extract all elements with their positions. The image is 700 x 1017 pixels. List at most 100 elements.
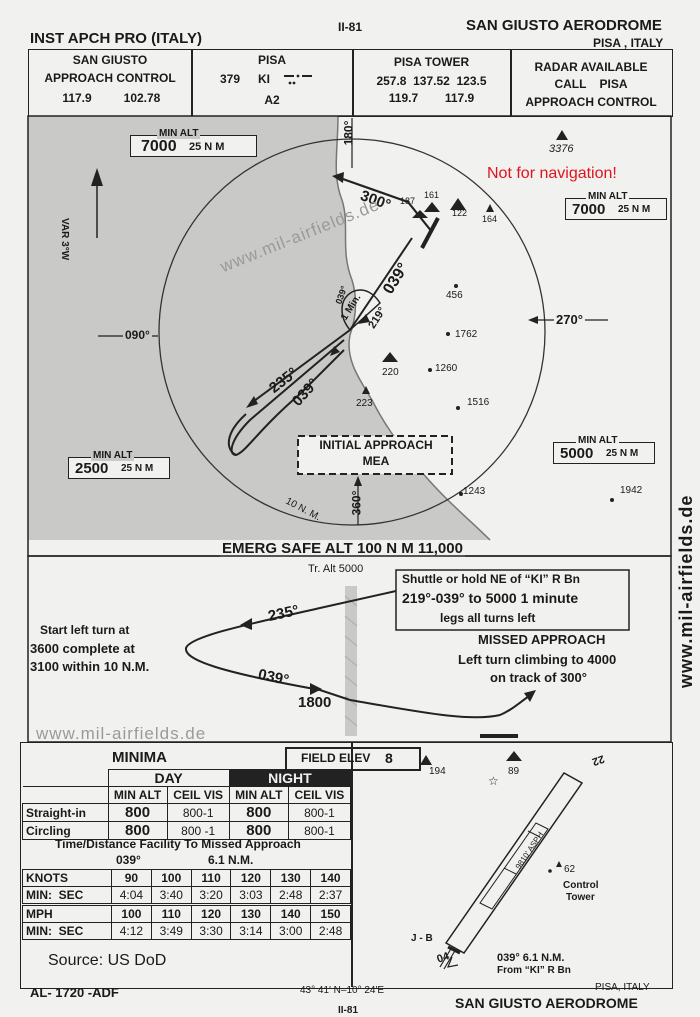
cell: 2:48 <box>310 922 351 940</box>
row-label: Circling <box>22 821 109 840</box>
table-row: Circling 800 800 -1 800 800-1 <box>22 821 352 840</box>
min-sec-label: MIN: SEC <box>22 886 112 904</box>
mph-label: MPH <box>22 905 112 923</box>
tower-freqs-2: 119.7 117.9 <box>388 91 475 105</box>
page-number-top: II-81 <box>338 20 363 34</box>
cell: 4:12 <box>111 922 152 940</box>
shuttle-line-2: 219°-039° to 5000 1 minute <box>402 590 579 606</box>
cell: 800-1 <box>166 803 230 822</box>
table-row: KNOTS 90 100 110 120 130 140 <box>22 869 351 887</box>
min-alt-value: 7000 <box>141 138 177 155</box>
min-alt-se: MIN ALT 5000 25 N M <box>553 435 655 464</box>
approach-name: SAN GIUSTO <box>72 53 148 67</box>
aerodrome-sketch: ☆ <box>420 751 584 970</box>
cell: 3:30 <box>190 922 232 940</box>
iap-line-1: INITIAL APPROACH <box>319 438 433 452</box>
elev-194: 194 <box>429 766 446 777</box>
elev-187: 187 <box>400 196 416 206</box>
elev-1516: 1516 <box>467 397 490 408</box>
table-row: MIN: SEC 4:04 3:40 3:20 3:03 2:48 2:37 <box>22 886 351 904</box>
cell: 110 <box>150 905 192 923</box>
cell: 3:03 <box>230 886 272 904</box>
elev-89: 89 <box>508 766 520 777</box>
comms-divider-3 <box>510 50 512 116</box>
navaid-name: PISA <box>257 53 286 67</box>
morse-code-icon <box>284 74 312 85</box>
cell: 3:40 <box>150 886 192 904</box>
minima-title: MINIMA <box>112 749 167 766</box>
missed-approach-title: MISSED APPROACH <box>478 632 606 647</box>
elev-62: 62 <box>564 864 576 875</box>
location-top: PISA , ITALY <box>593 36 664 50</box>
field-elev-value: 8 <box>385 750 393 766</box>
minima-divider <box>351 743 353 987</box>
minima-table: DAY NIGHT MIN ALT CEIL VIS MIN ALT CEIL … <box>22 769 352 840</box>
radar-line-2: CALL PISA <box>554 77 628 91</box>
missed-approach-line-1: Left turn climbing to 4000 <box>458 652 617 667</box>
mph-table: MPH 100 110 120 130 140 150 MIN: SEC 4:1… <box>22 905 351 940</box>
watermark-vertical: www.mil-airfields.de <box>676 494 696 688</box>
min-alt-value: 5000 <box>560 445 594 462</box>
navaid-ident: KI <box>258 72 270 86</box>
tower-freqs-1: 257.8 137.52 123.5 <box>376 74 487 88</box>
jb-label: J - B <box>411 933 433 944</box>
cell: 100 <box>150 869 192 887</box>
radar-line-1: RADAR AVAILABLE <box>534 60 648 74</box>
cell: 110 <box>190 869 232 887</box>
min-alt-ne: MIN ALT 7000 25 N M <box>565 191 667 220</box>
bearing-east: 270° <box>554 312 585 327</box>
min-sec-label: MIN: SEC <box>22 922 112 940</box>
elev-223: 223 <box>356 398 373 409</box>
cell: 800-1 <box>287 803 352 822</box>
min-alt-label: MIN ALT <box>576 435 620 446</box>
min-alt-unit: 25 N M <box>121 463 154 474</box>
cell: 800 <box>228 821 289 840</box>
min-alt-label: MIN ALT <box>157 128 201 139</box>
left-turn-line-2: 3600 complete at <box>30 641 135 656</box>
min-alt-unit: 25 N M <box>606 448 639 459</box>
table-row: MIN: SEC 4:12 3:49 3:30 3:14 3:00 2:48 <box>22 922 351 940</box>
land-area <box>28 116 490 540</box>
control-tower-line-1: Control <box>563 880 599 891</box>
comms-divider-1 <box>191 50 193 116</box>
source-credit: Source: US DoD <box>48 952 167 969</box>
navaid-freq: 379 <box>219 72 241 86</box>
cell: 800 <box>228 803 289 822</box>
airport-name-top: SAN GIUSTO AERODROME <box>466 17 662 34</box>
page-number-bottom: II-81 <box>338 1005 359 1016</box>
fix-line-2: From “KI” R Bn <box>497 965 571 976</box>
cell: 800 <box>107 821 168 840</box>
min-alt-label: MIN ALT <box>586 191 630 202</box>
elev-1762: 1762 <box>455 329 478 340</box>
col-header: MIN ALT <box>107 786 168 804</box>
min-alt-nw: MIN ALT 7000 25 N M <box>130 128 257 157</box>
elev-3376: 3376 <box>549 143 574 155</box>
profile-view <box>27 555 672 743</box>
knots-table: KNOTS 90 100 110 120 130 140 MIN: SEC 4:… <box>22 869 351 904</box>
cell: 800-1 <box>287 821 352 840</box>
cell: 800 <box>107 803 168 822</box>
spot-dots <box>428 284 614 502</box>
cell: 130 <box>270 869 312 887</box>
col-header: CEIL VIS <box>287 786 352 804</box>
min-alt-unit: 25 N M <box>189 141 225 153</box>
transition-altitude: Tr. Alt 5000 <box>308 563 364 575</box>
col-header: MIN ALT <box>228 786 289 804</box>
cell: 3:00 <box>270 922 312 940</box>
min-alt-value: 2500 <box>75 460 109 477</box>
radar-line-3: APPROACH CONTROL <box>525 95 657 109</box>
svg-text:☆: ☆ <box>488 774 499 788</box>
approach-freq-1: 117.9 <box>62 91 92 105</box>
col-header: CEIL VIS <box>166 786 230 804</box>
cell: 140 <box>310 869 351 887</box>
elev-1243: 1243 <box>463 486 486 497</box>
elev-164: 164 <box>482 214 498 224</box>
elev-161: 161 <box>424 190 440 200</box>
watermark-profile: www.mil-airfields.de <box>36 724 207 743</box>
cell: 800 -1 <box>166 821 230 840</box>
cell: 140 <box>270 905 312 923</box>
missed-approach-line-2: on track of 300° <box>490 670 587 685</box>
knots-label: KNOTS <box>22 869 112 887</box>
shuttle-line-3: legs all turns left <box>440 611 536 625</box>
approach-freq-2: 102.78 <box>123 91 161 105</box>
